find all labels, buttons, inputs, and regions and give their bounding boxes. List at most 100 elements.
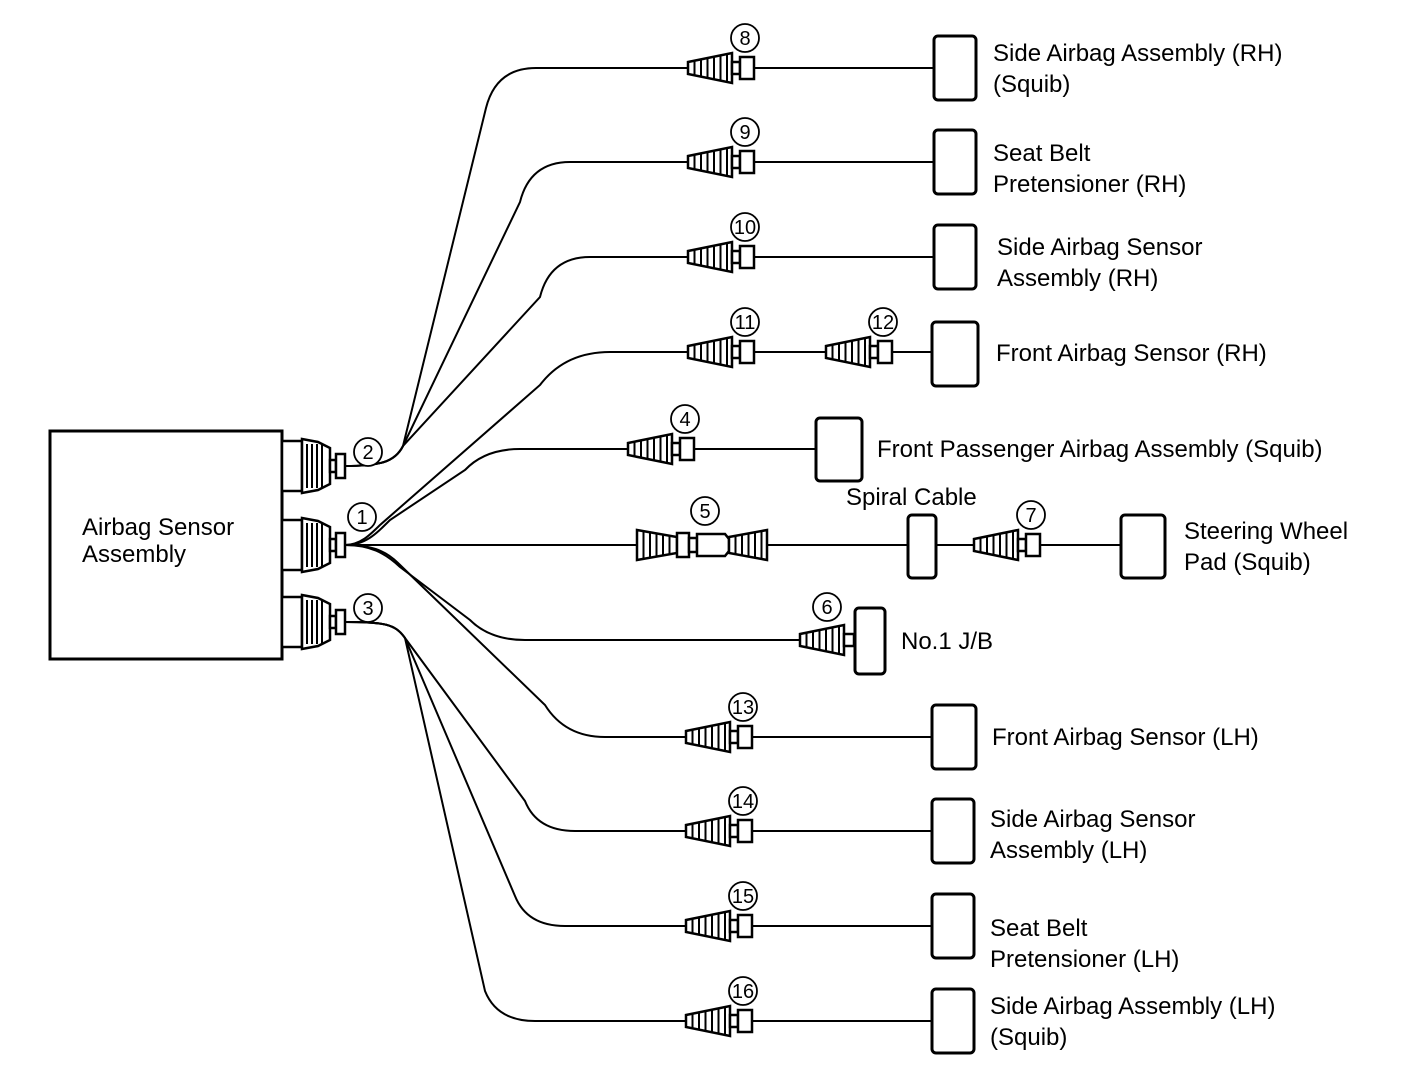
connector-number-badge: 6 — [812, 592, 842, 622]
connector-plug — [736, 913, 754, 939]
component-box — [932, 128, 978, 196]
connector-number-badge: 8 — [730, 23, 760, 53]
connector-number: 10 — [734, 217, 756, 239]
number-circle — [728, 976, 758, 1006]
main-unit-label-line-1: Airbag Sensor — [82, 514, 234, 541]
component-label: Side Airbag Sensor — [997, 234, 1202, 261]
number-circle — [730, 307, 760, 337]
connector-number: 7 — [1025, 505, 1036, 527]
inline-connector[interactable]: 12 — [824, 307, 898, 369]
connector-number: 5 — [699, 501, 710, 523]
inline-connector[interactable]: 4 — [626, 404, 700, 466]
connector-housing — [280, 595, 304, 649]
component-label: Seat Belt — [993, 140, 1091, 167]
component-label: Side Airbag Assembly (LH) — [990, 993, 1275, 1020]
component-label: Side Airbag Sensor — [990, 806, 1195, 833]
number-circle — [670, 404, 700, 434]
connector-number-badge: 10 — [730, 212, 760, 242]
inline-connector[interactable]: 11 — [686, 307, 760, 369]
number-circle — [868, 307, 898, 337]
connector-number: 2 — [362, 442, 373, 464]
connector-number: 12 — [872, 312, 894, 334]
inline-connector[interactable]: 7 — [972, 500, 1046, 562]
connector-number: 14 — [732, 791, 754, 813]
component-label: Assembly (LH) — [990, 837, 1147, 864]
number-circle — [353, 593, 383, 623]
number-circle — [728, 692, 758, 722]
component-label: Pad (Squib) — [1184, 549, 1311, 576]
component-box — [930, 320, 980, 388]
number-circle — [728, 881, 758, 911]
component-label: Side Airbag Assembly (RH) — [993, 40, 1282, 67]
component-label: (Squib) — [993, 71, 1070, 98]
connector-number-badge: 9 — [730, 117, 760, 147]
connector-number-badge: 15 — [728, 881, 758, 911]
component-box — [1119, 513, 1167, 580]
component-box — [932, 223, 978, 291]
number-circle — [353, 437, 383, 467]
inline-connector[interactable]: 14 — [684, 786, 758, 848]
connector-plug — [738, 149, 756, 175]
connector-number-badge: 13 — [728, 692, 758, 722]
connector-number-badge: 11 — [730, 307, 760, 337]
component-box — [814, 416, 864, 483]
connector-plug — [334, 452, 347, 480]
component-label: Seat Belt — [990, 915, 1088, 942]
component-box — [930, 892, 976, 960]
connector-plug — [675, 531, 691, 559]
harness-connector-3[interactable]: 3 — [280, 593, 383, 651]
component-box — [932, 34, 978, 102]
component-label: No.1 J/B — [901, 628, 993, 655]
spiral-cable-box — [906, 513, 938, 580]
inline-connector[interactable]: 16 — [684, 976, 758, 1038]
wire — [344, 351, 688, 546]
connector-plug — [334, 608, 347, 636]
component-box — [930, 797, 976, 865]
number-circle — [812, 592, 842, 622]
wire-harness — [344, 67, 1121, 1022]
component-box — [930, 987, 976, 1055]
airbag-sensor-assembly[interactable]: Airbag Sensor Assembly — [48, 429, 284, 661]
connector-neck — [842, 632, 856, 648]
component-box — [930, 703, 978, 771]
number-circle — [1016, 500, 1046, 530]
connector-number-badge: 14 — [728, 786, 758, 816]
connector-socket — [695, 532, 731, 558]
inline-connector[interactable]: 9 — [686, 117, 760, 179]
connector-number: 11 — [735, 312, 756, 334]
connector-number-badge: 5 — [690, 496, 720, 526]
connector-number-badge: 3 — [353, 593, 383, 623]
component-label: Front Passenger Airbag Assembly (Squib) — [877, 436, 1323, 463]
component-label: Pretensioner (LH) — [990, 946, 1179, 973]
connector-plug — [738, 244, 756, 270]
number-circle — [730, 117, 760, 147]
connector-number: 15 — [732, 886, 754, 908]
inline-connector[interactable]: 10 — [686, 212, 760, 274]
inline-connector[interactable]: 13 — [684, 692, 758, 754]
harness-connector-2[interactable]: 2 — [280, 437, 383, 495]
inline-connector[interactable]: 8 — [686, 23, 760, 85]
main-unit-label-line-2: Assembly — [82, 541, 186, 568]
component-label: Front Airbag Sensor (RH) — [996, 340, 1267, 367]
connector-plug — [736, 818, 754, 844]
connector-number-badge: 16 — [728, 976, 758, 1006]
connector-plug — [678, 436, 696, 462]
inline-connector[interactable]: 6 — [798, 592, 856, 657]
number-circle — [728, 786, 758, 816]
number-circle — [690, 496, 720, 526]
wire — [344, 621, 686, 1022]
connector-number: 3 — [362, 598, 373, 620]
connector-number-badge: 12 — [868, 307, 898, 337]
harness-connector-1[interactable]: 1 — [280, 502, 377, 574]
wire — [344, 448, 628, 546]
double-connector-5[interactable]: 5 — [635, 496, 769, 562]
connector-number: 13 — [732, 697, 754, 719]
connector-number: 16 — [732, 981, 754, 1003]
connector-plug — [738, 55, 756, 81]
number-circle — [730, 23, 760, 53]
connector-housing — [280, 439, 304, 493]
connector-number-badge: 4 — [670, 404, 700, 434]
inline-connector[interactable]: 15 — [684, 881, 758, 943]
